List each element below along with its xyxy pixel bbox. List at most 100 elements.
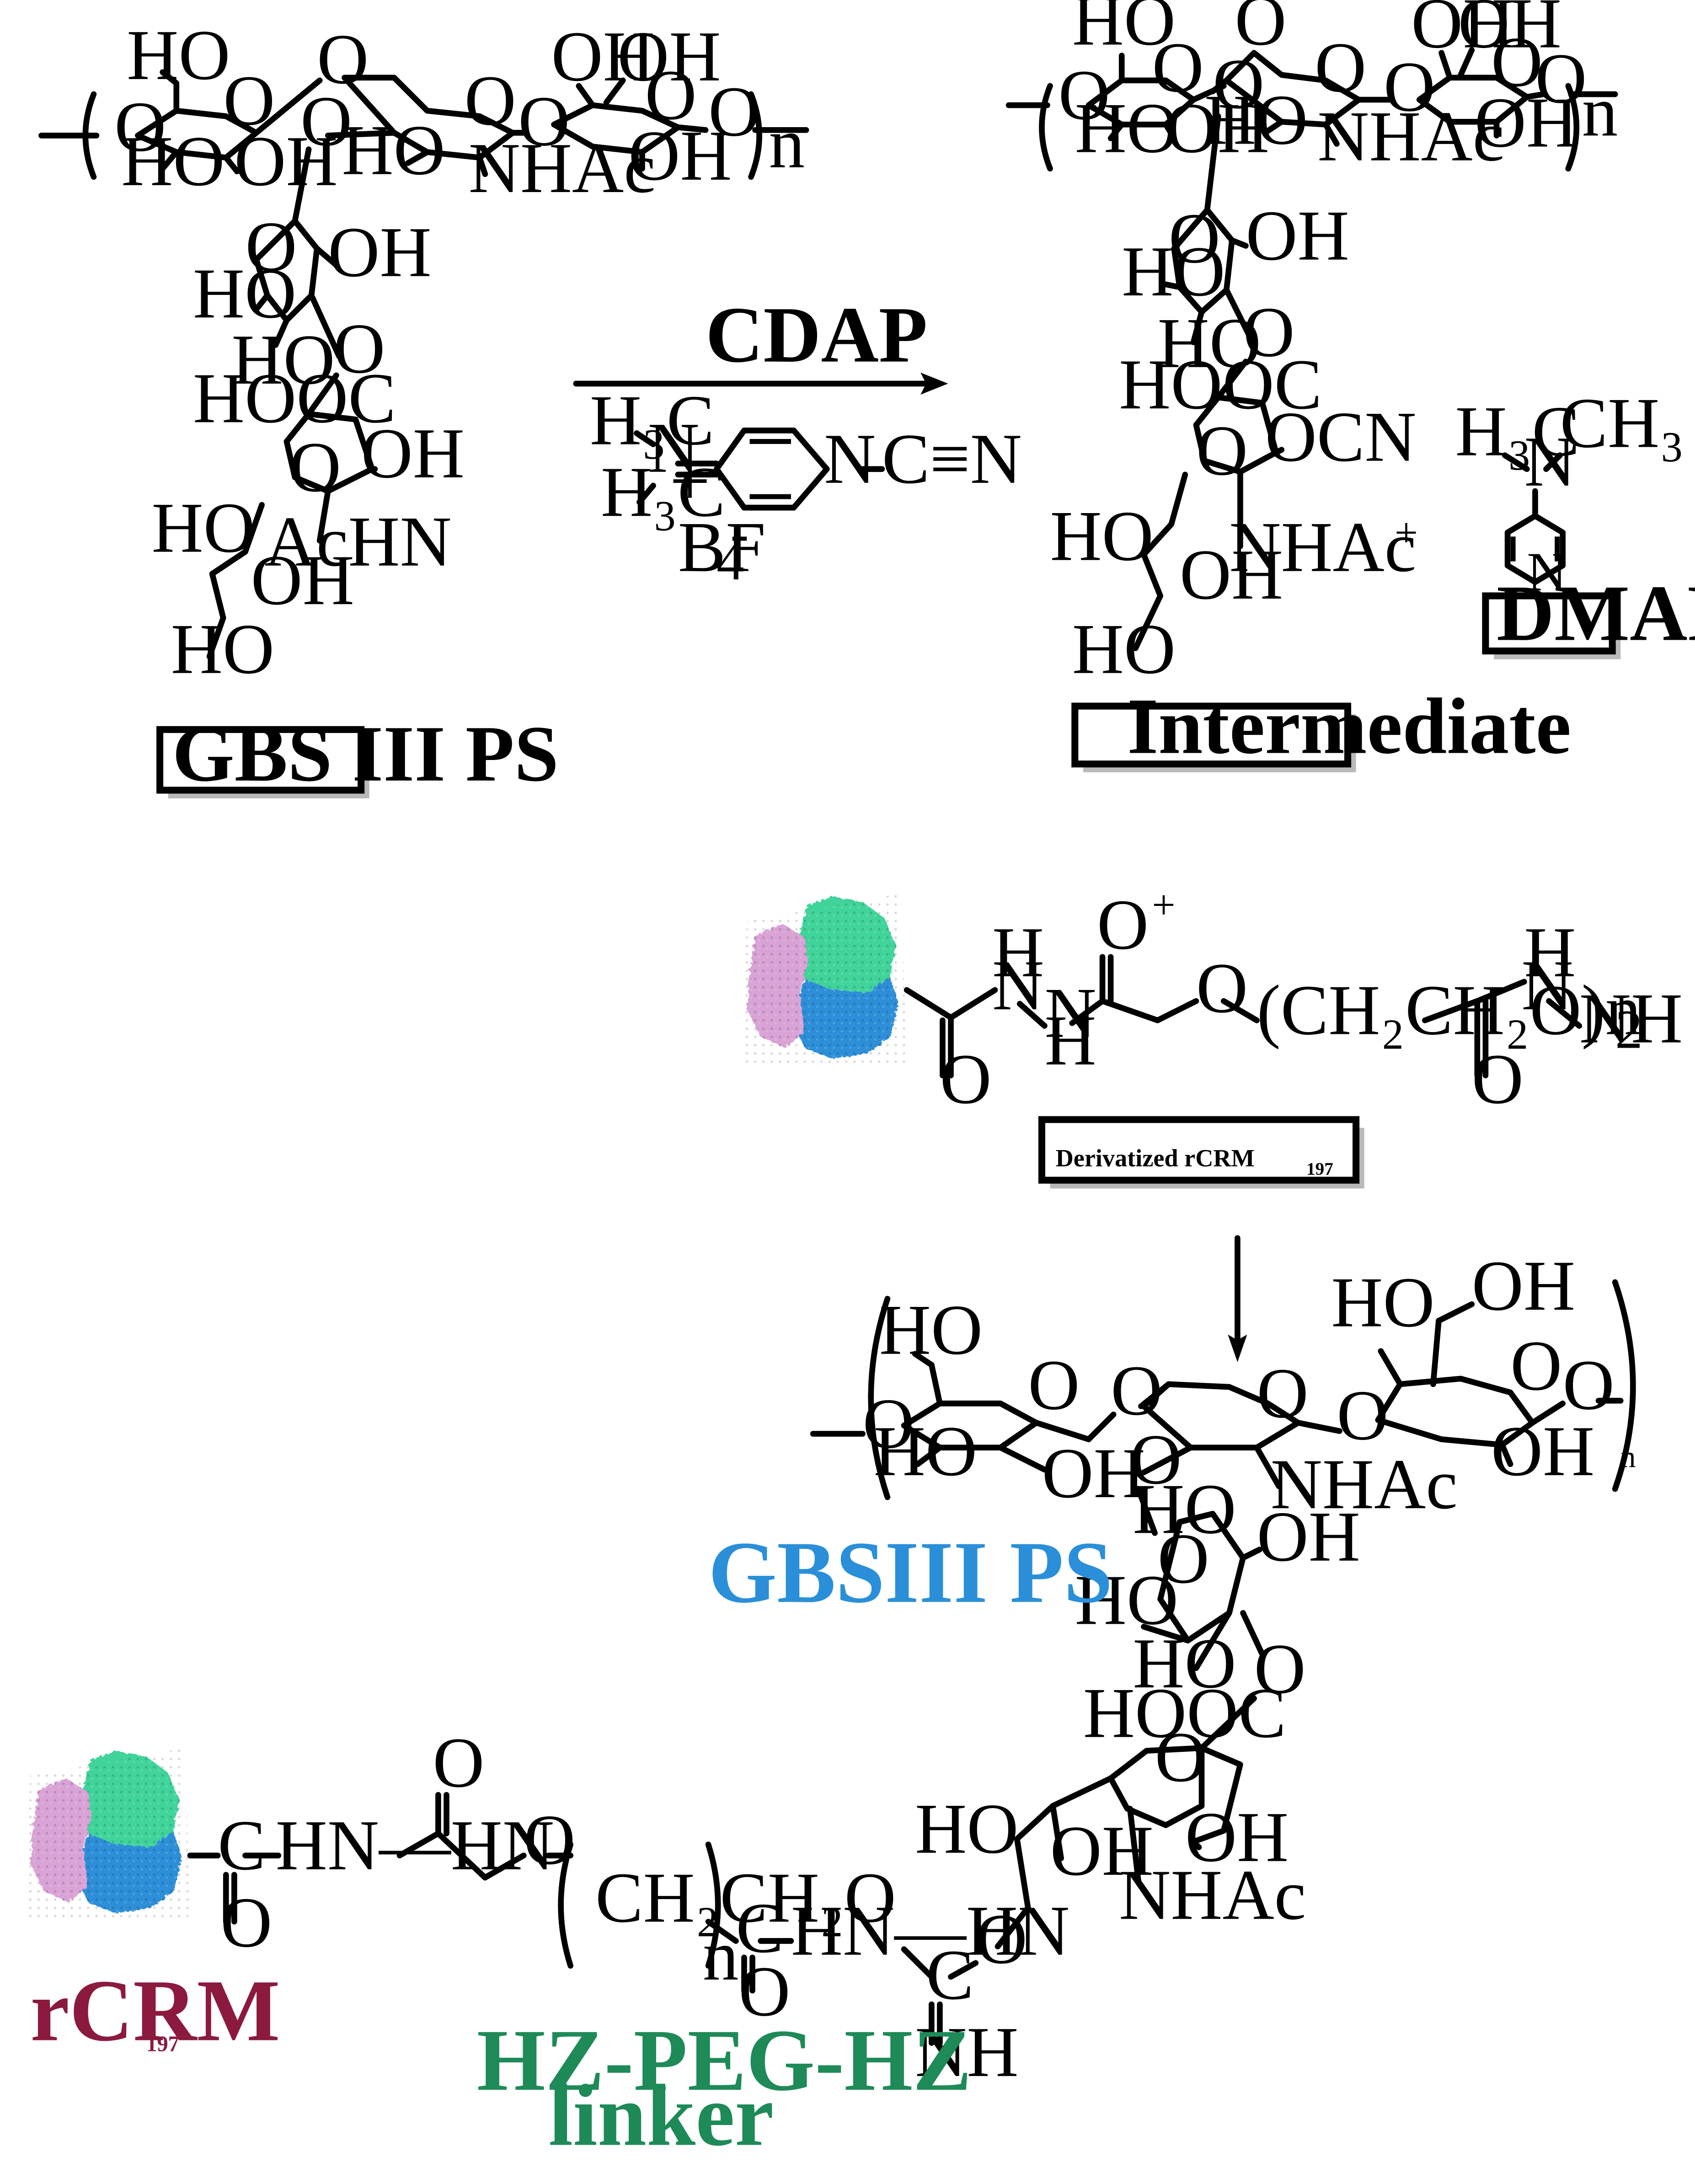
dmap-structure: H₃C CH₃ N N [1455, 383, 1684, 603]
svg-text:HOOC: HOOC [1119, 344, 1322, 424]
svg-text:O: O [1158, 1519, 1209, 1598]
svg-text:OH: OH [617, 16, 721, 96]
svg-text:HO: HO [879, 1290, 983, 1370]
svg-text:H: H [992, 912, 1044, 992]
svg-text:O: O [1535, 38, 1587, 118]
svg-text:CDAP: CDAP [706, 290, 927, 379]
svg-text:O: O [940, 1039, 991, 1119]
svg-text:HO: HO [1075, 1560, 1178, 1639]
svg-text:CH₃: CH₃ [1560, 383, 1684, 463]
svg-text:Derivatized rCRM: Derivatized rCRM [1056, 1145, 1255, 1172]
svg-text:HOOC: HOOC [193, 358, 396, 438]
svg-text:O: O [1472, 1039, 1524, 1119]
svg-text:C: C [218, 1805, 266, 1885]
svg-text:NHAc: NHAc [1119, 1855, 1306, 1934]
svg-text:O: O [976, 1899, 1027, 1979]
svg-text:O: O [1510, 1326, 1562, 1405]
svg-text:AcHN: AcHN [265, 502, 452, 581]
svg-text:O: O [1155, 1717, 1207, 1797]
svg-text:HO: HO [1158, 303, 1261, 383]
svg-text:GBS III PS: GBS III PS [172, 709, 559, 798]
svg-text:N: N [824, 419, 876, 498]
svg-text:rCRM: rCRM [30, 1962, 280, 2060]
svg-text:C: C [736, 1888, 784, 1968]
svg-text:n: n [1620, 1440, 1636, 1474]
svg-text:HO: HO [1133, 1469, 1236, 1548]
svg-text:HO: HO [193, 253, 296, 333]
svg-text:OH: OH [251, 540, 354, 620]
svg-text:O: O [1491, 22, 1543, 102]
svg-text:O: O [245, 207, 297, 286]
svg-text:HN—HN: HN—HN [791, 1891, 1069, 1970]
svg-text:NH: NH [915, 2012, 1018, 2092]
svg-text:OCN: OCN [1265, 397, 1417, 476]
svg-text:OH: OH [1042, 1433, 1145, 1513]
svg-text:+: + [670, 441, 710, 520]
svg-text:O: O [1235, 0, 1286, 60]
svg-text:OH: OH [361, 413, 465, 493]
svg-text:HO: HO [171, 609, 274, 689]
svg-text:O: O [114, 87, 166, 166]
svg-text:OH: OH [1491, 1411, 1594, 1491]
label-gbsiii-ps: GBSIII PS [708, 1523, 1112, 1621]
svg-text:197: 197 [146, 2032, 179, 2056]
svg-text:OH: OH [328, 212, 431, 292]
svg-text:N: N [1524, 422, 1576, 501]
svg-text:O: O [1196, 948, 1248, 1028]
protein-surface-icon-bottom [25, 1748, 190, 1919]
derivatized-rcrm-structure: O H N N H O O (CH₂CH₂O)n O H N NH 2 [741, 885, 1683, 1119]
svg-text:O: O [220, 1883, 272, 1962]
svg-text:O: O [317, 19, 369, 99]
svg-text:2: 2 [1615, 1000, 1642, 1060]
svg-text:O: O [465, 60, 516, 140]
svg-text:-: - [730, 503, 749, 564]
svg-text:O: O [333, 309, 385, 388]
svg-text:O: O [1213, 44, 1264, 123]
svg-text:HO: HO [1072, 0, 1176, 60]
svg-text:NHAc: NHAc [1271, 1444, 1458, 1524]
svg-text:NH: NH [1579, 979, 1683, 1058]
svg-text:OH: OH [234, 121, 337, 201]
reaction-arrow-icon [920, 372, 948, 395]
svg-text:O: O [1130, 1419, 1182, 1499]
intermediate-structure: O n O HO HO OH O O O HO NHAc O O OH OH O… [1005, 0, 1618, 689]
svg-text:O: O [524, 1800, 575, 1879]
svg-text:BF: BF [678, 507, 766, 587]
svg-text:HO: HO [152, 488, 255, 567]
down-arrow [1228, 1235, 1247, 1362]
plus-sign: + [1395, 509, 1418, 556]
svg-text:NHAc: NHAc [1317, 96, 1504, 176]
svg-text:NHAc: NHAc [469, 128, 656, 208]
svg-text:HO: HO [342, 110, 445, 190]
svg-text:linker: linker [549, 2066, 774, 2164]
svg-text:O: O [1254, 1629, 1306, 1708]
svg-text:O: O [708, 71, 760, 151]
svg-text:H: H [1524, 912, 1576, 992]
label-intermediate: Intermediate [1071, 682, 1571, 772]
svg-text:HZ-PEG-HZ: HZ-PEG-HZ [477, 2011, 972, 2109]
svg-text:O: O [645, 55, 696, 134]
label-dmap: DMAP [1482, 568, 1695, 659]
label-linker: HZ-PEG-HZ linker [477, 2011, 972, 2164]
svg-text:n: n [1582, 71, 1618, 151]
svg-text:O: O [1243, 292, 1294, 372]
svg-text:O: O [1028, 1345, 1080, 1424]
cdap-reaction-arrow: CDAP H₃C N N C≡N + H₃C BF 4 - [573, 290, 1022, 592]
svg-text:N: N [992, 945, 1044, 1025]
svg-text:O: O [1152, 27, 1204, 107]
reaction-arrow-icon-down [1228, 1334, 1247, 1362]
svg-text:C≡N: C≡N [882, 419, 1022, 498]
svg-text:O: O [1097, 885, 1149, 964]
svg-text:OH: OH [1246, 196, 1349, 275]
svg-text:O: O [1169, 198, 1220, 278]
svg-text:HO: HO [1072, 609, 1176, 689]
svg-text:O: O [738, 1951, 790, 2031]
svg-text:CH₂CH₂O: CH₂CH₂O [595, 1857, 896, 1937]
svg-text:HO: HO [1122, 231, 1225, 311]
svg-text:HO: HO [915, 1789, 1018, 1868]
product-gbsiii-ps-structure: O n O HO HO OH O O O NHAc O O HO OH OH [810, 1246, 1636, 1979]
svg-text:OH: OH [551, 16, 655, 96]
repeat-n: n [769, 103, 805, 183]
